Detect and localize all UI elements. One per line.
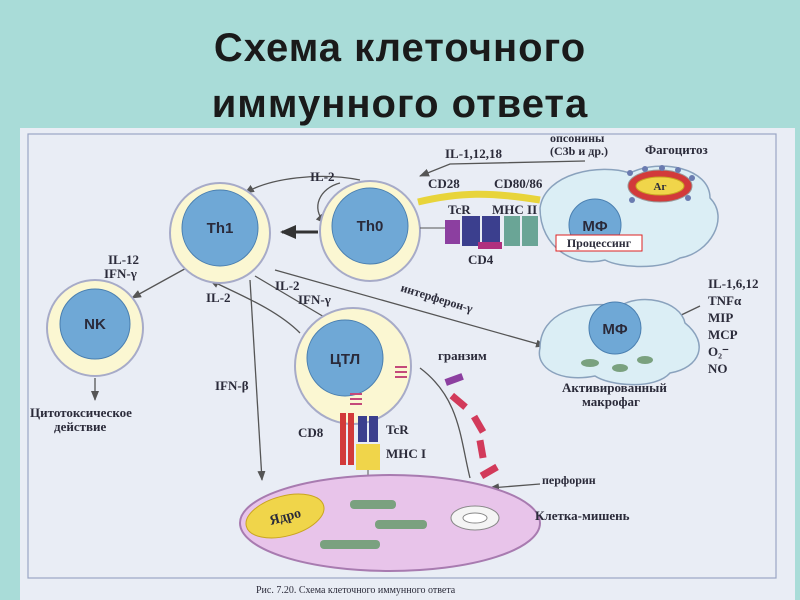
tcr-receptor xyxy=(358,416,367,442)
target-organelles xyxy=(320,500,427,549)
arrow-granzyme-path xyxy=(419,367,471,479)
arrow-il2-th0-th1 xyxy=(244,175,361,194)
il12-label: IL-12 xyxy=(108,252,139,267)
tcr-bottom-label: TcR xyxy=(386,422,409,437)
cd28-cd80-bond xyxy=(417,190,541,206)
antigen-body xyxy=(635,176,685,196)
arrow-il2-to-th1 xyxy=(209,279,301,334)
cytotoxic-label-2: действие xyxy=(54,419,107,434)
cd28-label: CD28 xyxy=(428,176,460,191)
slide-title-line-2: иммунного ответа xyxy=(211,82,589,126)
cytotoxic-label-1: Цитотоксическое xyxy=(30,405,132,420)
th0-nucleus xyxy=(331,187,409,265)
macrophage-top-label: МФ xyxy=(582,218,607,235)
opsonins-detail-label: (C3b и др.) xyxy=(550,144,608,158)
nk-label: NK xyxy=(84,316,106,333)
ifn-beta-label: IFN-β xyxy=(215,378,249,393)
activated-macrophage-nucleus xyxy=(588,301,642,355)
opsonin-dot xyxy=(675,167,681,173)
granzyme-label: гранзим xyxy=(438,348,487,363)
ctl-granules xyxy=(350,366,407,405)
slide-title-line-1: Схема клеточного xyxy=(213,26,587,70)
th0-label: Th0 xyxy=(357,218,384,235)
mhc1-label: MHC I xyxy=(386,446,426,461)
opsonins-label: опсонины xyxy=(550,131,605,145)
activated-macrophage-granules xyxy=(581,356,653,372)
mip-label: MIP xyxy=(708,310,733,325)
cd8-receptor xyxy=(348,413,354,465)
immune-response-diagram: Th1 Th0 МФ Аг NK ЦТЛ xyxy=(20,128,795,600)
il2-left-label: IL-2 xyxy=(206,290,231,305)
opsonin-dot xyxy=(689,175,695,181)
cd4-receptor xyxy=(445,220,460,244)
processing-peptide xyxy=(478,242,502,249)
target-cell-label: Клетка-мишень xyxy=(535,508,630,523)
il2-top-label: IL-2 xyxy=(310,169,335,184)
ctl-nucleus xyxy=(306,319,384,397)
opsonin-dot xyxy=(659,165,665,171)
opsonin-dot xyxy=(627,170,633,176)
activated-macrophage-label: МФ xyxy=(602,321,627,338)
cd8-label: CD8 xyxy=(298,425,324,440)
perforin-pore-inner xyxy=(462,512,488,524)
opsonin-dot xyxy=(685,195,691,201)
cd4-label: CD4 xyxy=(468,252,494,267)
perforin-label: перфорин xyxy=(542,473,596,487)
arrow-il1-to-th0 xyxy=(419,160,586,177)
mcp-label: MCP xyxy=(708,327,738,342)
mhc2-molecule xyxy=(504,216,520,246)
processing-badge xyxy=(555,234,643,252)
opsonin-dot xyxy=(629,197,635,203)
activated-macrophage-caption-2: макрофаг xyxy=(582,394,640,409)
opsonin-dot xyxy=(642,166,648,172)
mhc2-molecule xyxy=(522,216,538,246)
th1-nucleus xyxy=(181,189,259,267)
o2-label: O₂⁻ xyxy=(708,344,729,359)
il-1-6-12-label: IL-1,6,12 xyxy=(708,276,759,291)
ifn-gamma-left-label: IFN-γ xyxy=(104,266,137,281)
phagocytosis-label: Фагоцитоз xyxy=(645,142,708,157)
activated-macrophage-caption-1: Активированный xyxy=(562,380,667,395)
mhc2-label: MHC II xyxy=(492,202,537,217)
no-label: NO xyxy=(708,361,728,376)
ifn-gamma-mid-label: IFN-γ xyxy=(298,292,331,307)
target-nucleus xyxy=(245,493,325,539)
tcr-top-label: TcR xyxy=(448,202,471,217)
nk-nucleus xyxy=(59,288,131,360)
tcr-receptor xyxy=(482,216,500,246)
arrow-perforin-pointer xyxy=(489,483,541,492)
il2-mid-label: IL-2 xyxy=(275,278,300,293)
tnf-alpha-label: TNFα xyxy=(708,293,742,308)
il-1-12-18-label: IL-1,12,18 xyxy=(445,146,503,161)
antigen-label: Аг xyxy=(654,181,667,193)
tcr-receptor xyxy=(462,216,480,246)
cd8-receptor xyxy=(340,413,346,465)
tcr-receptor xyxy=(369,416,378,442)
figure-caption: Рис. 7.20. Схема клеточного иммунного от… xyxy=(256,585,456,596)
arrow-th1-to-nk xyxy=(131,265,191,299)
cd80-86-label: CD80/86 xyxy=(494,176,543,191)
arrow-interferon-to-macrophage xyxy=(274,269,546,348)
mhc1-molecule xyxy=(356,444,380,470)
ctl-label: ЦТЛ xyxy=(330,351,360,368)
arrow-th1-to-target xyxy=(249,279,266,481)
th1-label: Th1 xyxy=(207,220,234,237)
processing-label: Процессинг xyxy=(567,236,632,250)
